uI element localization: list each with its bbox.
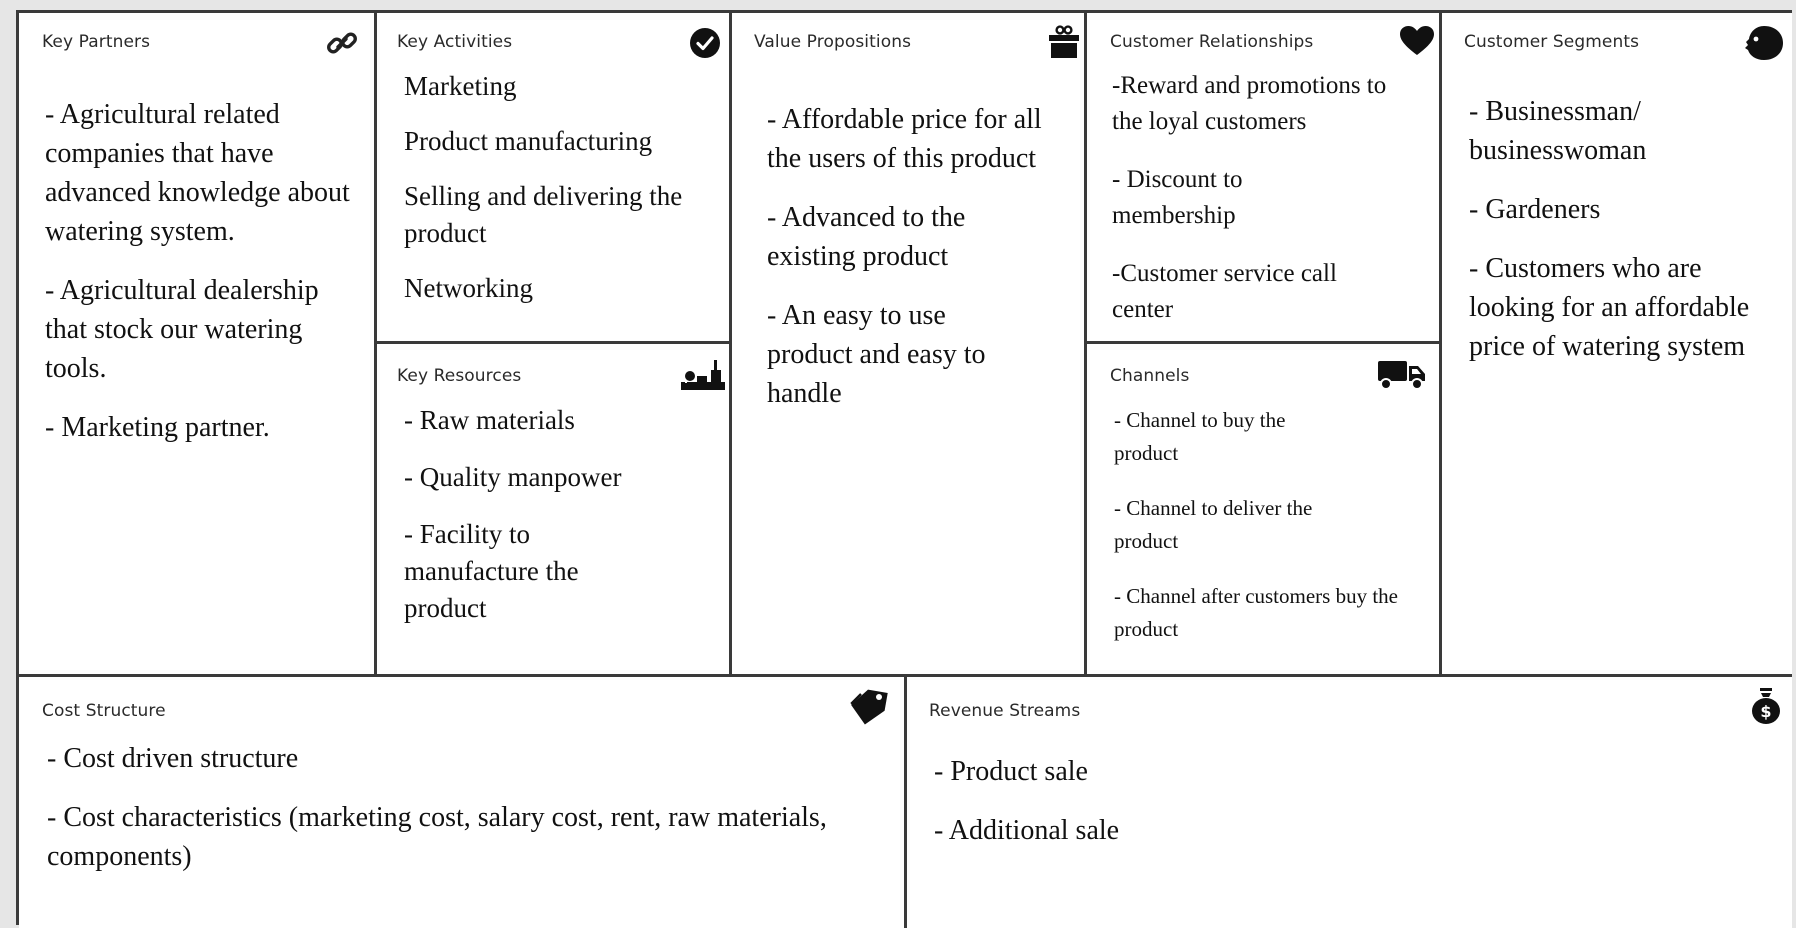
key-activities-item: Product manufacturing <box>404 126 653 156</box>
revenue-streams-item: - Additional sale <box>934 815 1120 846</box>
tag-icon <box>849 687 889 727</box>
gift-icon <box>1047 25 1081 59</box>
key-partners-title: Key Partners <box>42 32 151 52</box>
customer-segments-item: - Gardeners <box>1469 194 1601 225</box>
channels-item: - Channel to deliver the product <box>1114 496 1313 553</box>
key-activities-item: Marketing <box>404 71 517 101</box>
cost-structure-section: Cost Structure - Cost driven structure -… <box>19 677 905 928</box>
key-partners-item: - Agricultural dealership that stock our… <box>45 275 319 384</box>
channels-title: Channels <box>1110 366 1190 386</box>
revenue-streams-title: Revenue Streams <box>929 701 1081 721</box>
key-partners-section: Key Partners - Agricultural related comp… <box>19 13 375 675</box>
key-partners-item: - Marketing partner. <box>45 412 270 443</box>
channels-item: - Channel after customers buy the produc… <box>1114 584 1398 641</box>
business-model-canvas: Key Partners - Agricultural related comp… <box>16 10 1792 928</box>
link-icon <box>325 26 359 60</box>
value-propositions-item: - Advanced to the existing product <box>767 202 966 272</box>
revenue-streams-item: - Product sale <box>934 756 1088 787</box>
value-propositions-item: - An easy to use product and easy to han… <box>767 300 986 409</box>
money-bag-icon: $ <box>1751 687 1781 725</box>
customer-segments-item: - Customers who are looking for an affor… <box>1469 253 1750 362</box>
key-activities-title: Key Activities <box>397 32 513 52</box>
customer-segments-item: - Businessman/ businesswoman <box>1469 96 1647 166</box>
cost-structure-item: - Cost driven structure <box>47 743 299 774</box>
truck-icon <box>1377 357 1427 391</box>
key-resources-item: - Raw materials <box>404 405 575 435</box>
svg-text:$: $ <box>1760 702 1771 721</box>
customer-relationships-item: -Reward and promotions to the loyal cust… <box>1112 72 1387 135</box>
customer-relationships-section: Customer Relationships -Reward and promo… <box>1087 13 1440 343</box>
customer-relationships-item: - Discount to membership <box>1112 166 1243 229</box>
channels-section: Channels - Channel to buy the product - … <box>1087 344 1440 675</box>
revenue-streams-section: Revenue Streams $ - Product sale - Addit… <box>907 677 1792 928</box>
face-icon <box>1744 25 1784 61</box>
heart-icon <box>1399 25 1435 57</box>
checkmark-icon <box>689 27 721 59</box>
key-activities-item: Selling and delivering the product <box>404 181 683 248</box>
key-activities-item: Networking <box>404 273 533 303</box>
customer-segments-section: Customer Segments - Businessman/ busines… <box>1442 13 1792 675</box>
customer-relationships-title: Customer Relationships <box>1110 32 1314 52</box>
value-propositions-item: - Affordable price for all the users of … <box>767 104 1042 174</box>
factory-icon <box>681 358 725 394</box>
key-activities-section: Key Activities Marketing Product manufac… <box>377 13 729 343</box>
key-resources-item: - Quality manpower <box>404 462 622 492</box>
value-propositions-section: Value Propositions - Affordable price fo… <box>732 13 1085 675</box>
cost-structure-item: - Cost characteristics (marketing cost, … <box>47 802 827 872</box>
key-partners-item: - Agricultural related companies that ha… <box>45 99 350 247</box>
key-resources-item: - Facility to manufacture the product <box>404 519 579 623</box>
key-resources-title: Key Resources <box>397 366 522 386</box>
cost-structure-title: Cost Structure <box>42 701 166 721</box>
key-resources-section: Key Resources - Raw materials - Quality … <box>377 344 729 675</box>
customer-relationships-item: -Customer service call center <box>1112 260 1337 323</box>
value-propositions-title: Value Propositions <box>754 32 912 52</box>
channels-item: - Channel to buy the product <box>1114 408 1286 465</box>
customer-segments-title: Customer Segments <box>1464 32 1640 52</box>
